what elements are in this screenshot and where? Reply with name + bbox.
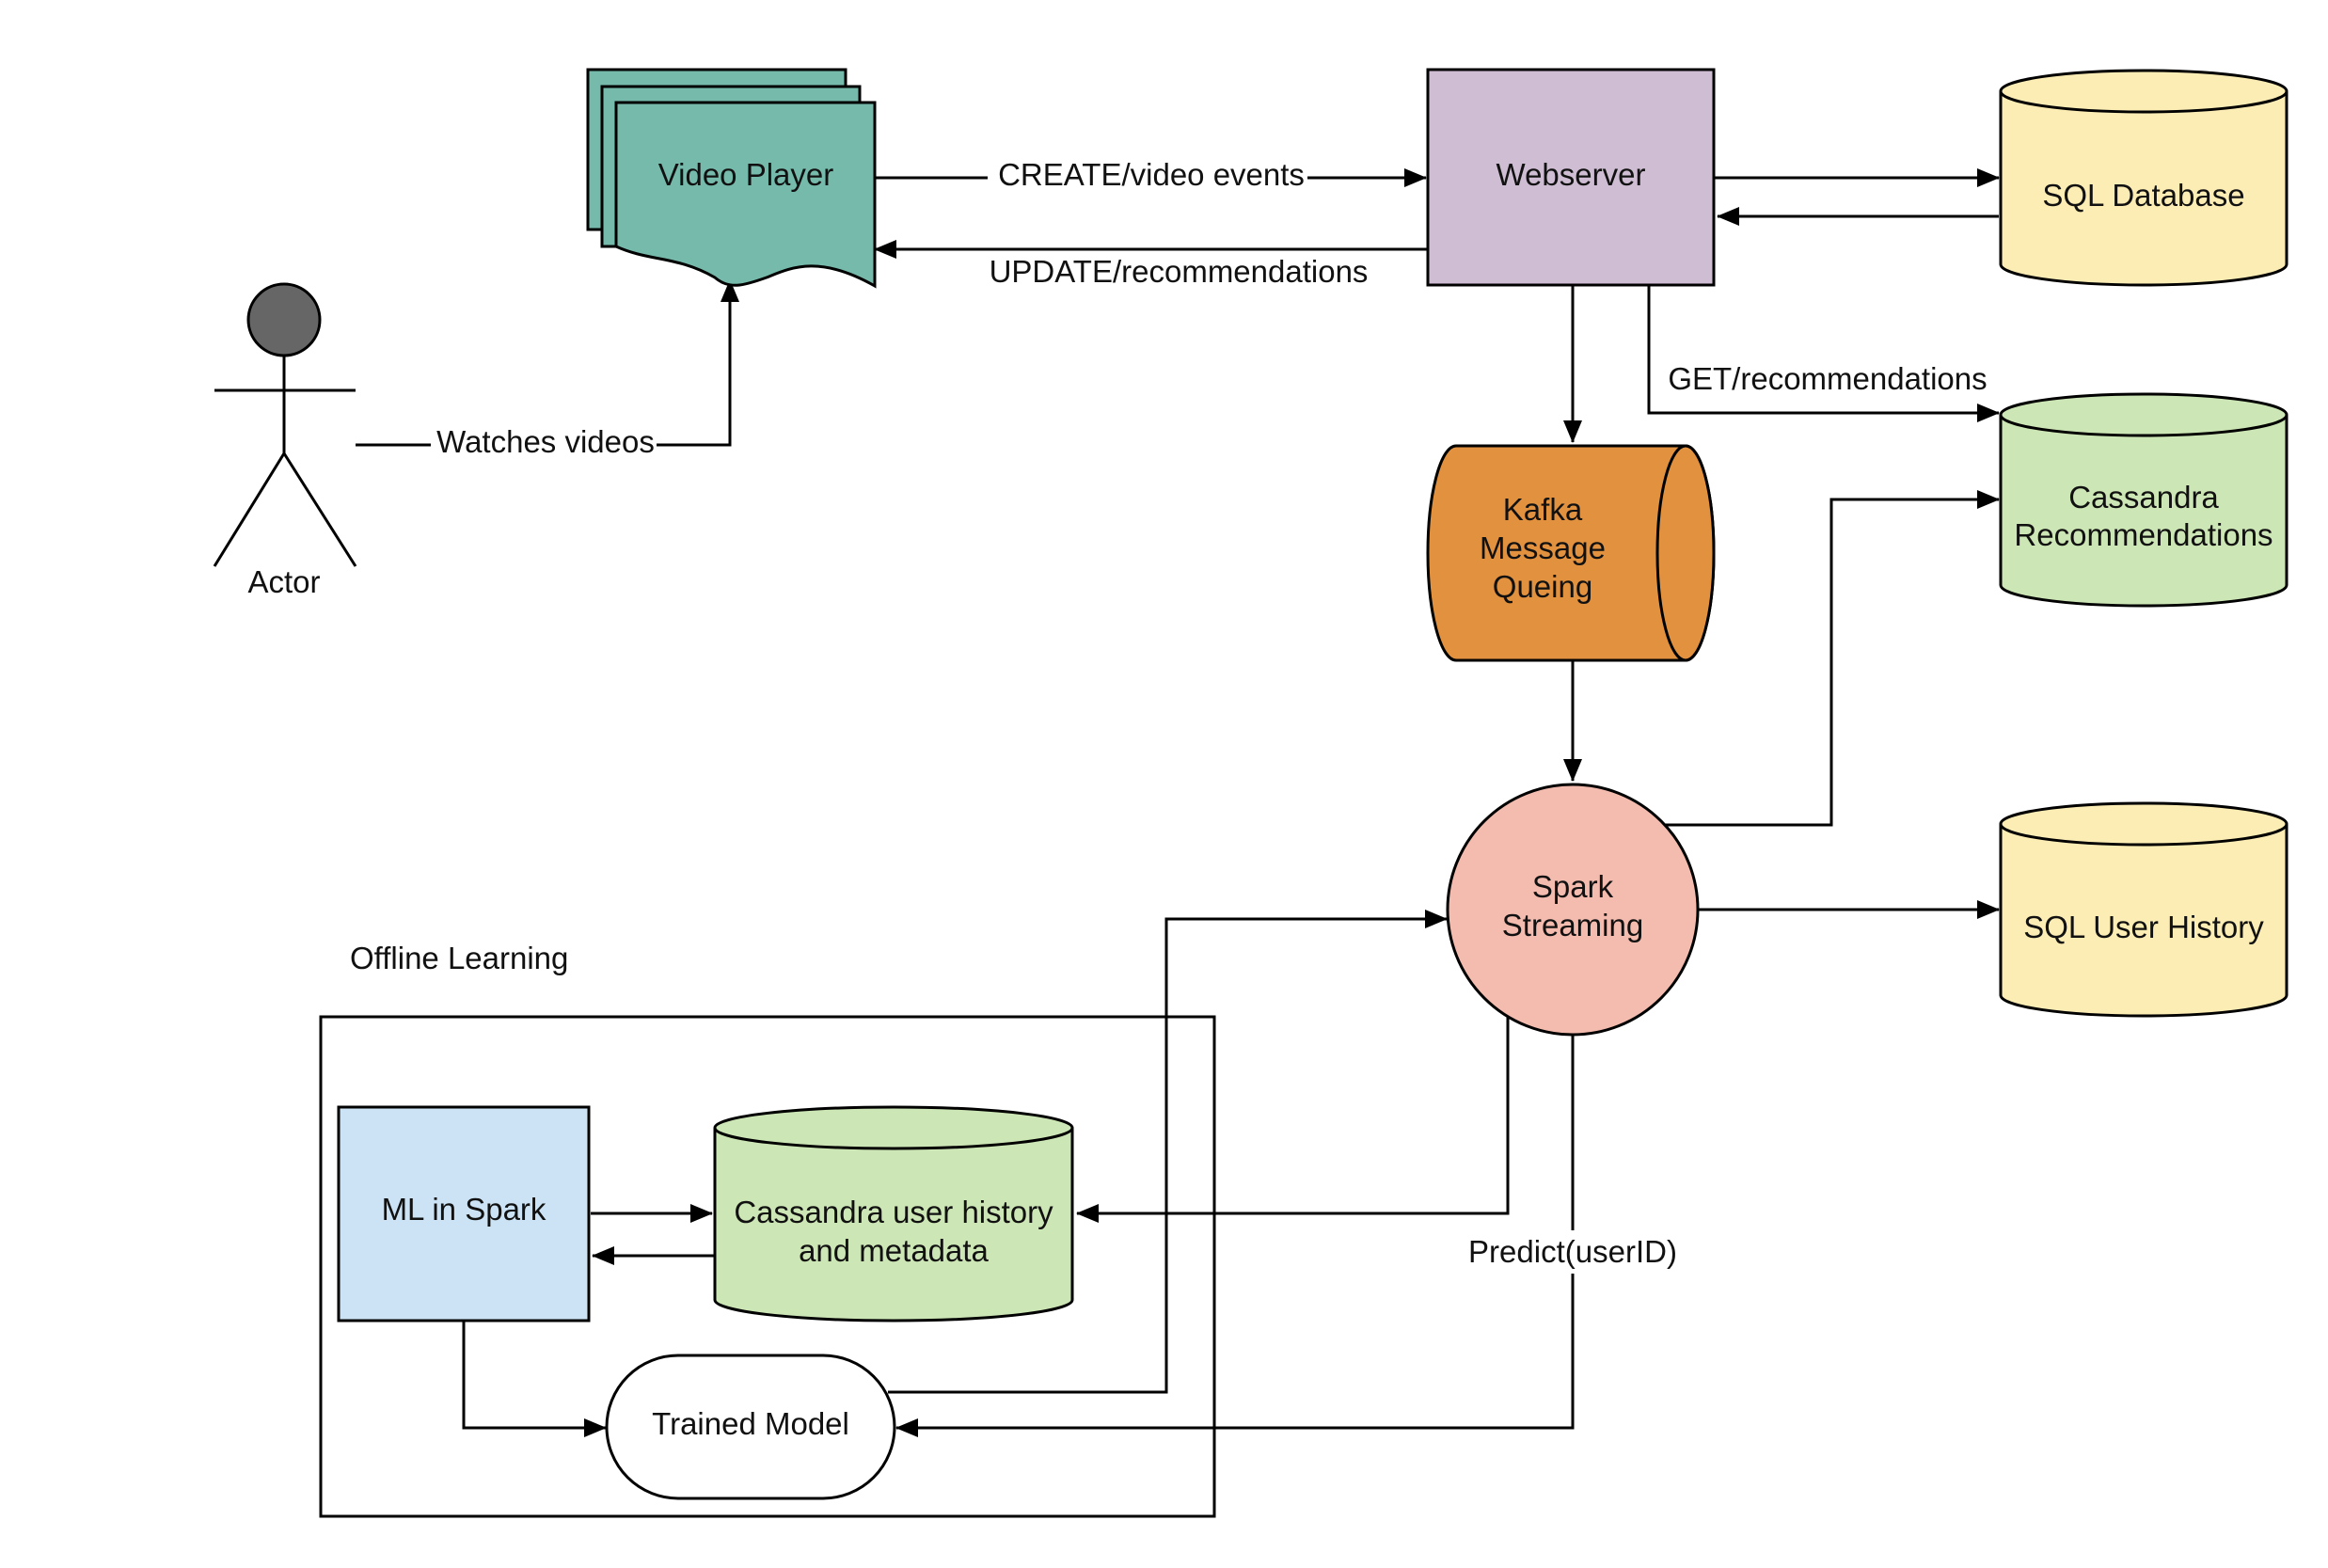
edge-label-update-recommendations: UPDATE/recommendations xyxy=(990,254,1369,289)
spark-streaming-node: Spark Streaming xyxy=(1446,783,1700,1037)
cassandra-recommendations-label-line-2: Recommendations xyxy=(2014,517,2273,552)
cassandra-user-history-label-line-1: Cassandra user history xyxy=(734,1195,1053,1229)
offline-learning-group: Offline Learning xyxy=(319,941,1216,1518)
sql-user-history-node: SQL User History xyxy=(1999,801,2288,1018)
edge-predict-userid xyxy=(895,1036,1575,1437)
cassandra-recommendations-label-line-1: Cassandra xyxy=(2068,480,2219,515)
kafka-node: Kafka Message Queing xyxy=(1426,444,1716,662)
kafka-label-line-2: Message xyxy=(1480,531,1606,565)
cassandra-recommendations-node: Cassandra Recommendations xyxy=(1999,392,2288,608)
spark-streaming-label-line-1: Spark xyxy=(1532,869,1614,904)
edge-spark-to-cassandra-recommendations xyxy=(1665,490,2000,827)
trained-model-label: Trained Model xyxy=(652,1406,849,1441)
edge-get-recommendations xyxy=(1647,286,2000,422)
edge-label-get-recommendations: GET/recommendations xyxy=(1668,361,1987,396)
edges xyxy=(356,155,2000,1437)
edge-spark-to-cassandra-user-history xyxy=(1076,1017,1510,1223)
kafka-label-line-3: Queing xyxy=(1493,569,1592,604)
actor: Actor xyxy=(213,282,357,599)
trained-model-node: Trained Model xyxy=(605,1354,896,1500)
ml-in-spark-node: ML in Spark xyxy=(337,1105,591,1323)
sql-database-node: SQL Database xyxy=(1999,69,2288,287)
video-player-label: Video Player xyxy=(658,157,834,192)
video-player-node: Video Player xyxy=(586,68,877,289)
edge-label-create-video-events: CREATE/video events xyxy=(998,157,1305,192)
cassandra-user-history-node: Cassandra user history and metadata xyxy=(713,1105,1074,1323)
edge-label-watches-videos: Watches videos xyxy=(436,424,655,459)
offline-learning-frame xyxy=(319,1015,1216,1518)
offline-learning-label: Offline Learning xyxy=(350,941,568,975)
cassandra-user-history-label-line-2: and metadata xyxy=(799,1233,989,1268)
actor-label: Actor xyxy=(247,564,320,599)
edge-labels: Watches videos CREATE/video events UPDAT… xyxy=(436,157,1988,1269)
edge-label-predict-userid: Predict(userID) xyxy=(1468,1234,1677,1269)
edge-trained-model-to-spark xyxy=(888,910,1448,1394)
webserver-label: Webserver xyxy=(1497,157,1646,192)
kafka-label-line-1: Kafka xyxy=(1503,492,1583,527)
spark-streaming-label-line-2: Streaming xyxy=(1502,908,1643,942)
edge-ml-to-trained-model xyxy=(462,1322,607,1437)
actor-head xyxy=(246,282,322,357)
sql-user-history-label: SQL User History xyxy=(2023,910,2264,944)
ml-in-spark-label: ML in Spark xyxy=(382,1192,546,1227)
sql-database-label: SQL Database xyxy=(2042,178,2244,213)
webserver-node: Webserver xyxy=(1426,68,1716,287)
edge-watches-videos xyxy=(356,279,739,447)
